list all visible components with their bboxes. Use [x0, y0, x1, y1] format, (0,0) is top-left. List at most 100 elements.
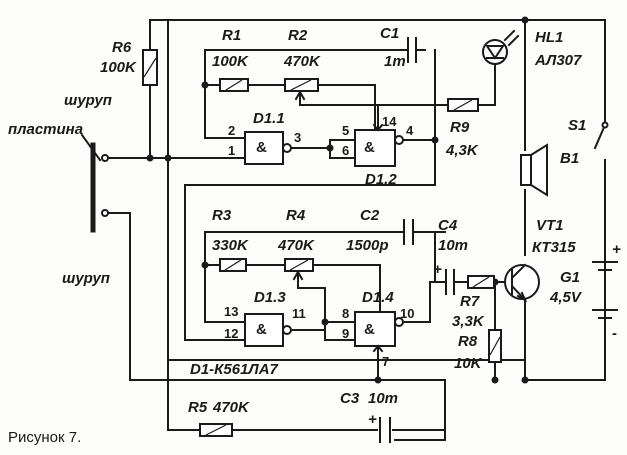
- label-c2: C2: [360, 207, 380, 224]
- label-r9-value: 4,3K: [445, 142, 479, 159]
- and-symbol: &: [256, 139, 267, 156]
- pin-12: 12: [224, 326, 238, 341]
- pin-numbers: 2 1 3 5 6 14 4 13 12 11 8 9 10 7: [224, 114, 414, 369]
- label-r8: R8: [458, 333, 478, 350]
- label-r5-value: 470K: [212, 399, 250, 416]
- label-d1-3: D1.3: [254, 289, 286, 306]
- wire-c3-right: [391, 379, 446, 431]
- label-plate: пластина: [8, 121, 83, 138]
- junction: [326, 144, 334, 152]
- label-hl1-value: АЛ307: [534, 52, 582, 69]
- resistor-r9: [447, 98, 479, 112]
- capacitor-c3: [378, 417, 392, 443]
- junction: [201, 81, 209, 89]
- component-labels: R1 100K R2 470K C1 1m R6 100K HL1 АЛ307 …: [8, 25, 621, 446]
- label-r3-value: 330K: [212, 237, 249, 254]
- label-d1-1: D1.1: [253, 110, 285, 127]
- gate-d1-1: &: [244, 131, 292, 165]
- label-c4-value: 10m: [438, 237, 468, 254]
- label-r3: R3: [212, 207, 232, 224]
- label-r8-value: 10K: [454, 355, 483, 372]
- resistor-r6: [142, 49, 158, 86]
- pin-6: 6: [342, 143, 349, 158]
- pin-4: 4: [406, 123, 414, 138]
- label-d1-4: D1.4: [362, 289, 394, 306]
- resistor-r2-potentiometer: [284, 78, 319, 101]
- label-vt1-value: КТ315: [532, 239, 576, 256]
- label-c3-value: 10m: [368, 390, 398, 407]
- resistor-r4-potentiometer: [284, 258, 314, 281]
- wire-d13-out: [289, 321, 356, 331]
- pin-8: 8: [342, 306, 349, 321]
- label-c3-plus: +: [368, 411, 377, 428]
- resistor-r8: [488, 329, 502, 363]
- pin-13: 13: [224, 304, 238, 319]
- wires: [104, 19, 607, 441]
- label-r4-value: 470K: [277, 237, 315, 254]
- label-r4: R4: [286, 207, 306, 224]
- pin-3: 3: [294, 130, 301, 145]
- pin-11: 11: [292, 306, 306, 321]
- figure-caption: Рисунок 7.: [8, 429, 81, 446]
- label-s1: S1: [568, 117, 586, 134]
- label-r7-value: 3,3K: [452, 313, 485, 330]
- gate-d1-4: &: [354, 311, 404, 353]
- wire-r5-left: [167, 359, 201, 431]
- capacitor-c4: [445, 269, 455, 295]
- capacitor-c1: [407, 37, 417, 63]
- led-hl1: [482, 29, 520, 65]
- label-screw-bottom: шуруп: [62, 270, 110, 287]
- and-symbol: &: [364, 321, 375, 338]
- pin-10: 10: [400, 306, 414, 321]
- label-r5: R5: [188, 399, 208, 416]
- label-r7: R7: [460, 293, 480, 310]
- label-d1-2: D1.2: [365, 171, 397, 188]
- junction: [431, 136, 439, 144]
- label-g1: G1: [560, 269, 580, 286]
- and-symbol: &: [364, 139, 375, 156]
- pin-9: 9: [342, 326, 349, 341]
- label-r1-value: 100K: [212, 53, 249, 70]
- label-battery-plus: +: [612, 241, 621, 258]
- wire-top-rail: [149, 19, 606, 126]
- junction: [146, 154, 154, 162]
- label-c3: C3: [340, 390, 360, 407]
- gate-d1-3: &: [244, 313, 292, 347]
- junction: [374, 376, 382, 384]
- pin-7: 7: [382, 354, 389, 369]
- pin-5: 5: [342, 123, 349, 138]
- wire-r2-out: [317, 84, 376, 131]
- capacitor-c2: [403, 219, 414, 245]
- pin-14: 14: [382, 114, 397, 129]
- wire-r1-left: [204, 49, 246, 139]
- and-symbol: &: [256, 321, 267, 338]
- label-g1-value: 4,5V: [549, 289, 583, 306]
- label-battery-minus: -: [612, 325, 617, 342]
- label-r2-value: 470K: [283, 53, 321, 70]
- resistor-r5: [199, 423, 233, 437]
- label-c2-value: 1500p: [346, 237, 389, 254]
- junction: [521, 16, 529, 24]
- label-chip: D1-К561ЛА7: [190, 361, 279, 378]
- label-c4: C4: [438, 217, 458, 234]
- junction: [201, 261, 209, 269]
- label-r2: R2: [288, 27, 308, 44]
- battery-g1: [592, 261, 618, 319]
- pin-1: 1: [228, 143, 235, 158]
- label-c1-value: 1m: [384, 53, 406, 70]
- junctions: [146, 16, 529, 384]
- label-r9: R9: [450, 119, 470, 136]
- label-r6: R6: [112, 39, 132, 56]
- label-r1: R1: [222, 27, 241, 44]
- wire-screw-bottom: [104, 212, 379, 381]
- pin-2: 2: [228, 123, 235, 138]
- wire-d11-out: [289, 139, 356, 149]
- junction: [321, 318, 329, 326]
- wire-switch-blade: [593, 123, 607, 150]
- resistor-r1: [219, 78, 249, 92]
- wire-r4-out: [312, 264, 381, 313]
- speaker-b1: [520, 143, 548, 197]
- label-b1: B1: [560, 150, 579, 167]
- resistor-r3: [219, 258, 247, 272]
